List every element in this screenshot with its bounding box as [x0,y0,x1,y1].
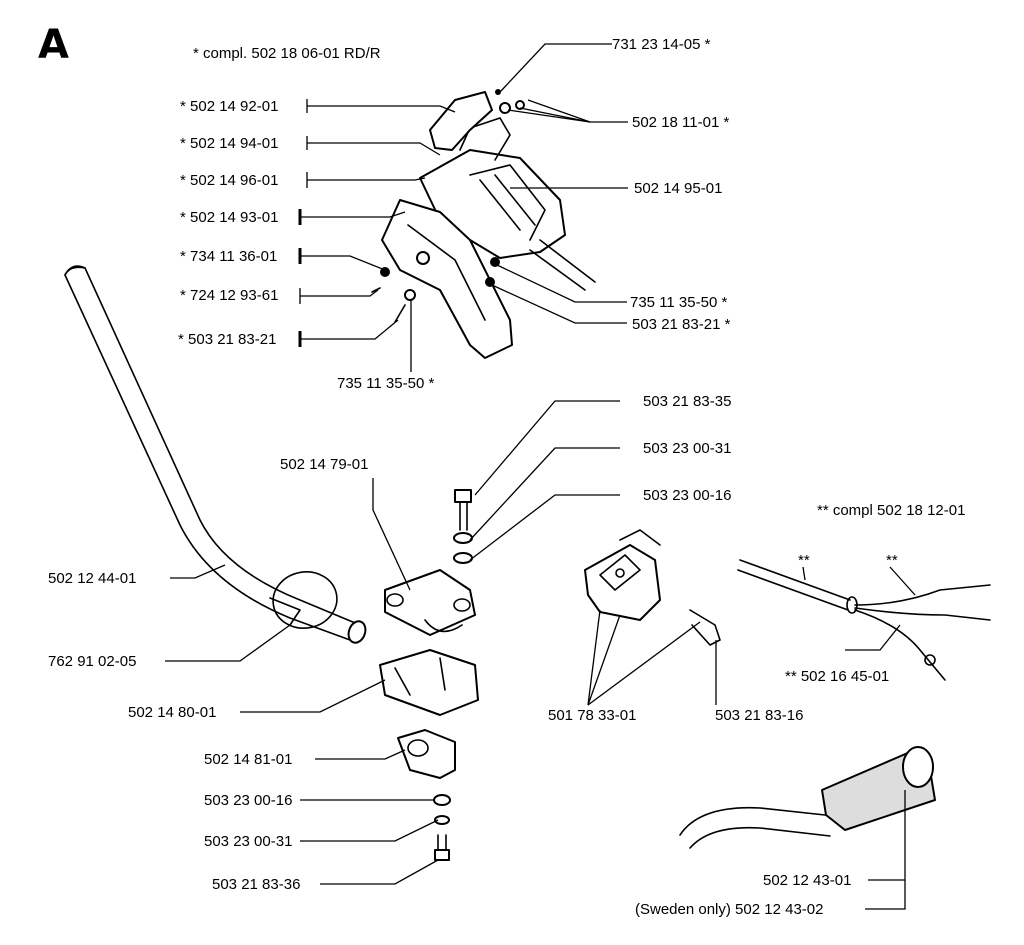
label-502-14-80-01: 502 14 80-01 [128,704,216,721]
cable-clip-drawing [584,529,721,646]
label-502-12-43-01: 502 12 43-01 [763,872,851,889]
label-734-11-36-01: * 734 11 36-01 [180,248,277,265]
label-735-11-35-50-right: 735 11 35-50 * [630,294,727,311]
label-502-18-11-01: 502 18 11-01 * [632,114,729,131]
label-735-11-35-50-bottom: 735 11 35-50 * [337,375,434,392]
label-502-16-45-01: ** 502 16 45-01 [785,668,889,685]
label-503-21-83-16: 503 21 83-16 [715,707,803,724]
clamp-drawing [379,489,479,861]
wire-harness-drawing [737,559,991,681]
label-762-91-02-05: 762 91 02-05 [48,653,136,670]
label-503-23-00-31-top: 503 23 00-31 [643,440,731,457]
label-731-23-14-05: 731 23 14-05 * [612,36,711,53]
label-502-14-81-01: 502 14 81-01 [204,751,292,768]
kit-note: * compl. 502 18 06-01 RD/R [193,45,381,62]
label-503-21-83-36: 503 21 83-36 [212,876,300,893]
throttle-handle-drawing [371,89,596,359]
label-724-12-93-61: * 724 12 93-61 [180,287,278,304]
label-501-78-33-01: 501 78 33-01 [548,707,636,724]
wire-marker-cable: ** [798,552,810,569]
label-502-14-94-01: * 502 14 94-01 [180,135,278,152]
label-502-12-43-02: (Sweden only) 502 12 43-02 [635,901,823,918]
label-503-21-83-21-left: * 503 21 83-21 [178,331,276,348]
label-503-23-00-16-bottom: 503 23 00-16 [204,792,292,809]
label-503-21-83-21-right: 503 21 83-21 * [632,316,731,333]
label-502-14-93-01: * 502 14 93-01 [180,209,278,226]
wire-marker-leads: ** [886,552,898,569]
label-503-23-00-16-top: 503 23 00-16 [643,487,731,504]
label-502-14-79-01: 502 14 79-01 [280,456,368,473]
handle-grip-drawing [679,746,936,849]
label-503-23-00-31-bottom: 503 23 00-31 [204,833,292,850]
label-502-14-92-01: * 502 14 92-01 [180,98,278,115]
label-502-14-95-01: 502 14 95-01 [634,180,722,197]
label-503-21-83-35: 503 21 83-35 [643,393,731,410]
wire-kit-note: ** compl 502 18 12-01 [817,502,965,519]
handle-tube-drawing [64,265,367,644]
section-letter: A [38,22,69,68]
label-502-14-96-01: * 502 14 96-01 [180,172,278,189]
label-502-12-44-01: 502 12 44-01 [48,570,136,587]
